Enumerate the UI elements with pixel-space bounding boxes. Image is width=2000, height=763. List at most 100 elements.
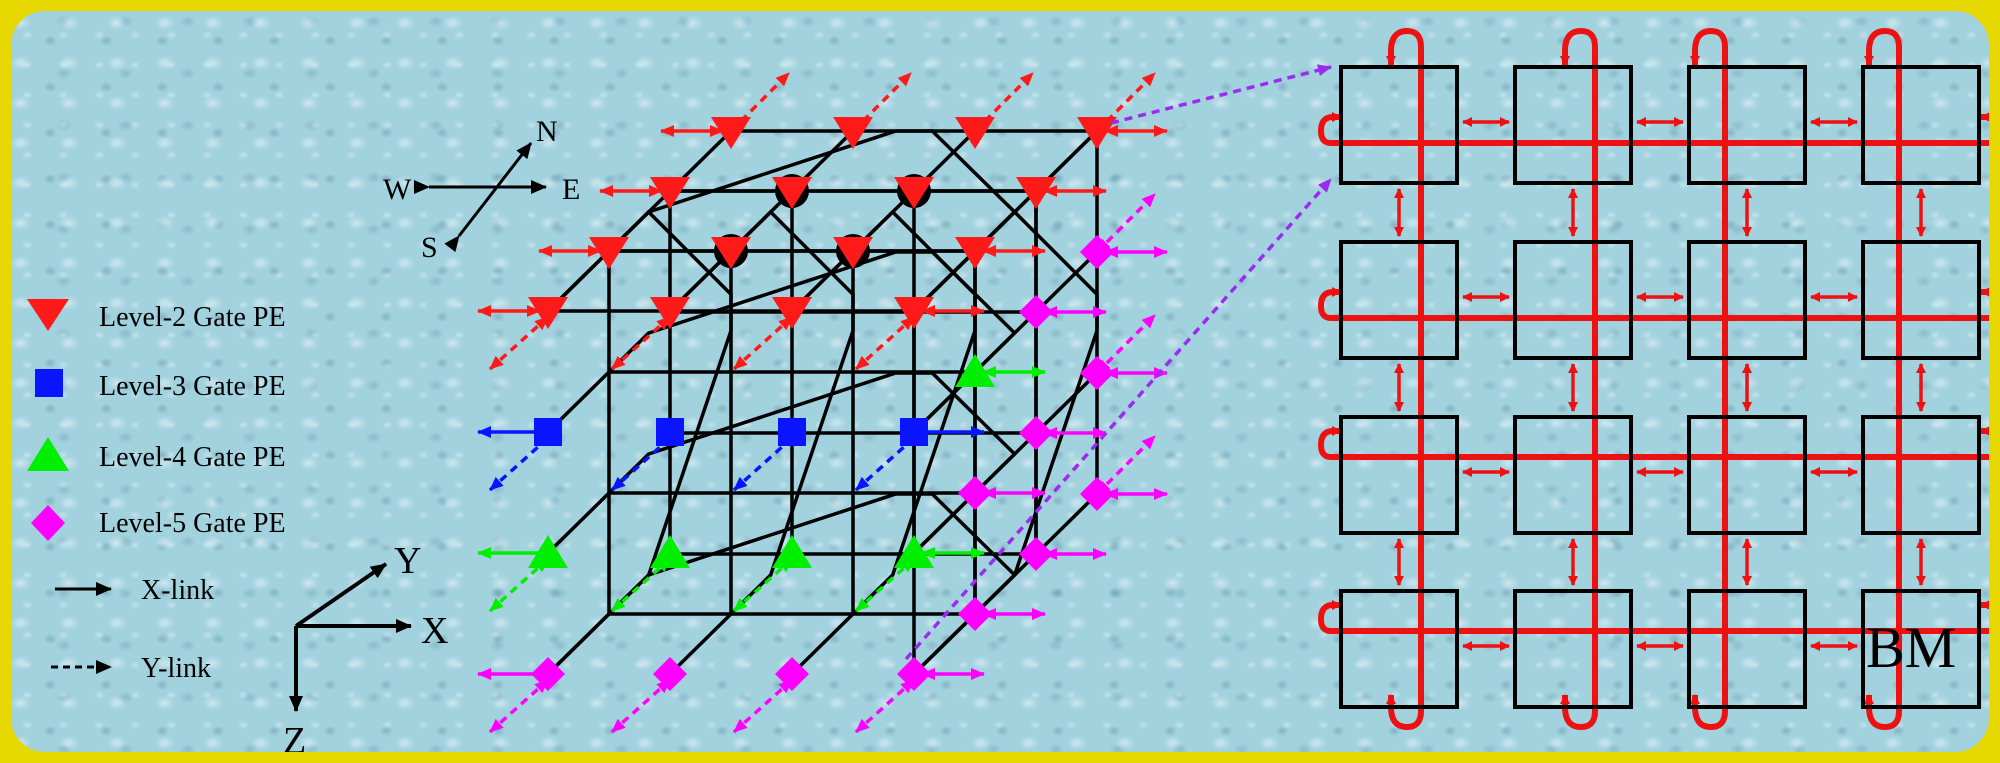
grid-wrap-right xyxy=(1980,600,1989,610)
grid-node-box xyxy=(1861,240,1981,360)
level5-gate-pe xyxy=(775,657,809,691)
level2-gate-pe xyxy=(1077,117,1117,149)
level4-gate-pe xyxy=(955,354,995,387)
grid-node-box xyxy=(1687,589,1807,709)
legend-y-link-label: Y-link xyxy=(141,653,211,684)
cube-side-depth-line xyxy=(912,250,1099,434)
grid-node-box xyxy=(1861,589,1981,709)
cube-link-arrows xyxy=(477,71,1168,734)
zoomed-grid-network xyxy=(1317,27,1989,731)
xyz-axes xyxy=(289,562,412,712)
cube-side-depth-line xyxy=(912,492,1099,676)
y-link-arrow xyxy=(488,315,550,371)
cube-top-depth-line xyxy=(790,129,977,313)
level5-gate-pe xyxy=(1080,356,1114,390)
cube-top-depth-line xyxy=(546,129,733,313)
grid-node-box xyxy=(1513,65,1633,185)
cube-nodes xyxy=(528,117,1117,691)
y-link-arrow xyxy=(854,678,916,734)
legend-level4-triangle-icon xyxy=(27,437,69,471)
level3-gate-pe xyxy=(900,418,928,446)
cube-vertical-loop xyxy=(790,209,977,676)
legend-x-link-label: X-link xyxy=(141,575,214,606)
cube-side-depth-line xyxy=(912,371,1099,555)
grid-wrap-top xyxy=(1864,27,1902,66)
level5-gate-pe xyxy=(531,657,565,691)
axis-x-label: X xyxy=(421,610,448,652)
level2-gate-pe xyxy=(894,297,934,329)
y-link-arrow xyxy=(1095,434,1157,496)
grid-wrap-right xyxy=(1980,426,1989,436)
compass xyxy=(414,142,547,253)
level2-gate-pe xyxy=(955,237,995,269)
y-link-arrow xyxy=(732,678,794,734)
level5-gate-pe xyxy=(897,657,931,691)
cube-network xyxy=(477,71,1168,734)
y-link-arrow xyxy=(1095,192,1157,254)
legend-level3-label: Level-3 Gate PE xyxy=(99,371,286,402)
grid-wrap-bottom xyxy=(1386,694,1424,731)
level5-gate-pe xyxy=(653,657,687,691)
diagram-canvas: N S E W Level-2 Gate PE Level-3 Gate PE … xyxy=(27,27,1989,758)
diagram-frame: N S E W Level-2 Gate PE Level-3 Gate PE … xyxy=(5,5,1995,758)
grid-wrap-top xyxy=(1560,27,1598,66)
grid-wrap-left xyxy=(1317,287,1342,321)
level4-gate-pe xyxy=(772,535,812,568)
grid-node-box xyxy=(1339,65,1459,185)
level4-gate-pe xyxy=(894,535,934,568)
level2-gate-pe xyxy=(650,177,690,209)
grid-node-box xyxy=(1687,240,1807,360)
cube-side-depth-line xyxy=(912,129,1099,313)
level4-gate-pe xyxy=(528,535,568,568)
cube-vertical-loop xyxy=(668,209,855,676)
legend-level2-triangle-icon xyxy=(27,299,69,331)
legend-level5-diamond-icon xyxy=(31,505,65,541)
grid-wrap-bottom xyxy=(1864,694,1902,731)
level3-gate-pe xyxy=(656,418,684,446)
grid-wrap-right xyxy=(1980,112,1989,122)
grid-wrap-top xyxy=(1690,27,1728,66)
level2-gate-pe xyxy=(711,117,751,149)
legend-level3-square-icon xyxy=(35,369,63,397)
cube-mesh-lines xyxy=(546,129,1099,676)
level2-gate-pe xyxy=(528,297,568,329)
level5-gate-pe xyxy=(1019,537,1053,571)
legend: Level-2 Gate PE Level-3 Gate PE Level-4 … xyxy=(27,299,286,684)
grid-node-box xyxy=(1339,415,1459,535)
level3-gate-pe xyxy=(534,418,562,446)
grid-node-box xyxy=(1861,415,1981,535)
grid-node-box xyxy=(1861,65,1981,185)
grid-wrap-left xyxy=(1317,600,1342,634)
grid-wrap-right xyxy=(1980,287,1989,297)
grid-node-box xyxy=(1339,589,1459,709)
cube-vertical-loop xyxy=(546,209,733,676)
level5-gate-pe xyxy=(1080,477,1114,511)
grid-node-box xyxy=(1687,65,1807,185)
compass-north-label: N xyxy=(536,115,558,148)
cube-top-depth-line xyxy=(668,129,855,313)
y-link-arrow xyxy=(610,678,672,734)
level2-gate-pe xyxy=(711,237,751,269)
level2-gate-pe xyxy=(955,117,995,149)
axis-z-label: Z xyxy=(283,720,306,758)
level3-gate-pe xyxy=(778,418,806,446)
grid-node-box xyxy=(1339,240,1459,360)
grid-node-box xyxy=(1687,415,1807,535)
level2-gate-pe xyxy=(772,177,812,209)
level5-gate-pe xyxy=(1019,416,1053,450)
level2-gate-pe xyxy=(833,117,873,149)
compass-east-label: E xyxy=(562,173,580,206)
compass-west-label: W xyxy=(383,173,412,206)
legend-level4-label: Level-4 Gate PE xyxy=(99,442,286,473)
level2-gate-pe xyxy=(650,297,690,329)
zoom-y-link-bottom xyxy=(904,177,1333,661)
level2-gate-pe xyxy=(772,297,812,329)
y-link-arrow xyxy=(1095,313,1157,375)
compass-south-label: S xyxy=(421,231,438,264)
grid-node-box xyxy=(1513,415,1633,535)
level5-gate-pe xyxy=(1080,235,1114,269)
grid-wrap-left xyxy=(1317,426,1342,460)
bm-label: BM xyxy=(1866,615,1956,680)
grid-wrap-left xyxy=(1317,112,1342,146)
y-link-arrow xyxy=(732,315,794,371)
